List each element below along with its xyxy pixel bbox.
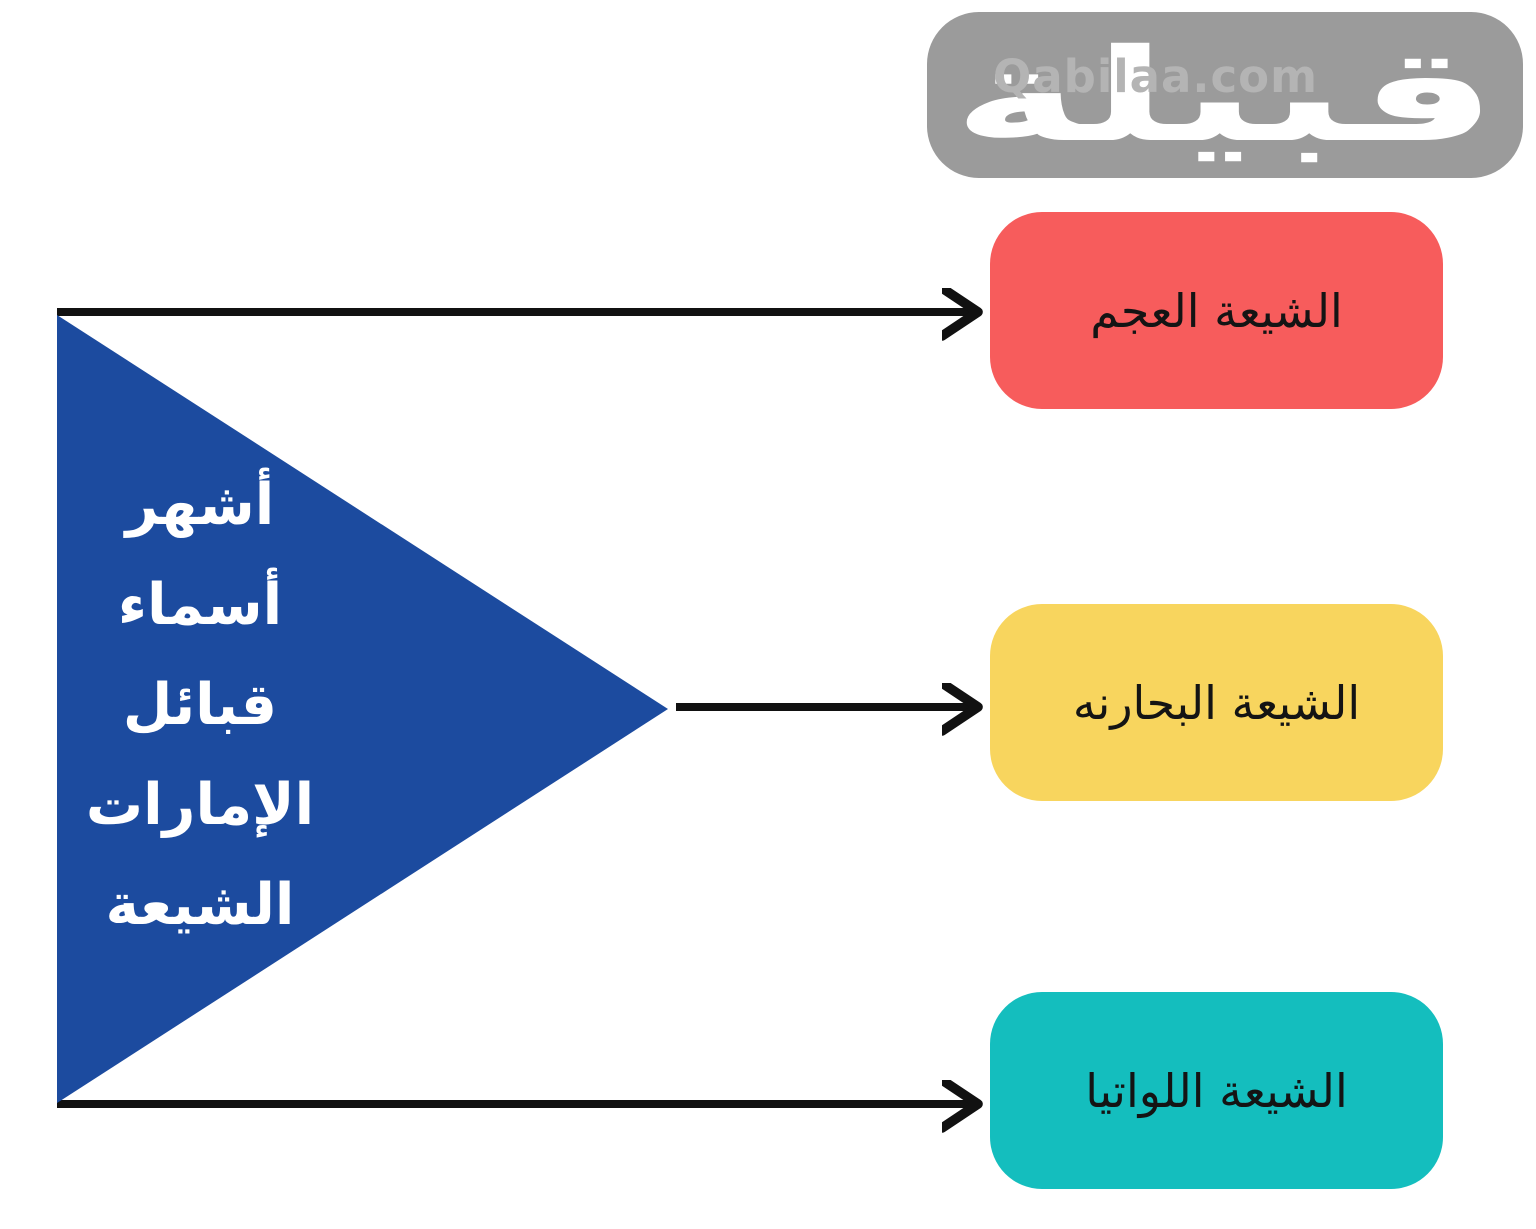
qabilaa-logo-url: Qabilaa.com — [993, 50, 1318, 103]
node-shia-baharna: الشيعة البحارنه — [990, 604, 1443, 801]
root-label-line: أشهر — [125, 472, 275, 538]
node-shia-ajam: الشيعة العجم — [990, 212, 1443, 409]
qabilaa-logo-arabic-wordmark: قبيلة — [953, 22, 1498, 171]
root-label-line: قبائل — [122, 672, 278, 738]
node-shia-lawatia-label: الشيعة اللواتيا — [1085, 1063, 1348, 1118]
node-shia-ajam-label: الشيعة العجم — [1090, 283, 1343, 338]
node-shia-baharna-label: الشيعة البحارنه — [1072, 675, 1361, 730]
root-label: أشهر أسماء قبائل الإمارات الشيعة — [52, 455, 348, 955]
root-label-line: أسماء — [117, 572, 283, 638]
qabilaa-logo-arabic-text: قبيلة — [953, 22, 1498, 171]
root-triangle — [57, 315, 668, 1103]
root-label-line: الشيعة — [105, 872, 295, 938]
root-label-line: الإمارات — [85, 772, 315, 838]
root-triangle-shape — [57, 315, 668, 1103]
node-shia-lawatia: الشيعة اللواتيا — [990, 992, 1443, 1189]
qabilaa-logo-badge: قبيلة Qabilaa.com — [927, 12, 1523, 178]
